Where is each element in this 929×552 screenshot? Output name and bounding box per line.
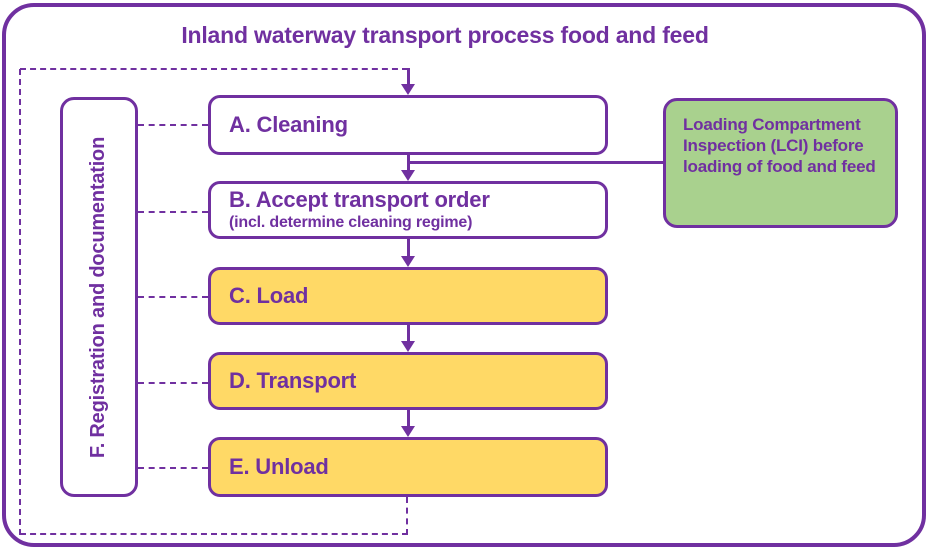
diagram-title: Inland waterway transport process food a… — [181, 22, 709, 48]
process-box-load: C. Load — [208, 267, 608, 325]
transport-label: D. Transport — [229, 368, 357, 394]
arrowhead-into-transport — [401, 341, 415, 352]
arrowhead-into-cleaning — [401, 84, 415, 95]
arrow-line-b-to-c — [407, 239, 410, 258]
accept-order-sublabel: (incl. determine cleaning regime) — [229, 214, 473, 232]
arrow-line-d-to-e — [407, 410, 410, 428]
dashed-link-f-to-transport — [138, 382, 208, 384]
feedback-loop-top — [20, 68, 408, 70]
registration-documentation-label: F. Registration and documentation — [87, 136, 110, 458]
load-label: C. Load — [229, 283, 309, 309]
cleaning-label: A. Cleaning — [229, 112, 348, 138]
callout-connector-line — [408, 161, 663, 164]
unload-label: E. Unload — [229, 454, 329, 480]
dashed-link-f-to-load — [138, 296, 208, 298]
dashed-link-f-to-unload — [138, 467, 208, 469]
arrowhead-into-load — [401, 256, 415, 267]
feedback-loop-left — [19, 69, 21, 535]
arrowhead-into-unload — [401, 426, 415, 437]
process-box-accept-transport-order: B. Accept transport order (incl. determi… — [208, 181, 608, 239]
lci-callout-box: Loading Compartment Inspection (LCI) bef… — [663, 98, 898, 228]
feedback-loop-bottom — [20, 533, 408, 535]
arrow-line-a-to-b — [407, 155, 410, 173]
process-box-transport: D. Transport — [208, 352, 608, 410]
registration-documentation-box: F. Registration and documentation — [60, 97, 138, 497]
accept-order-label: B. Accept transport order — [229, 186, 490, 212]
process-box-unload: E. Unload — [208, 437, 608, 497]
dashed-link-f-to-accept-order — [138, 211, 208, 213]
arrow-line-loop-into-a — [407, 68, 410, 87]
dashed-link-f-to-cleaning — [138, 124, 208, 126]
process-box-cleaning: A. Cleaning — [208, 95, 608, 155]
arrow-line-c-to-d — [407, 325, 410, 343]
arrowhead-into-accept-order — [401, 170, 415, 181]
feedback-loop-down-from-unload — [406, 497, 408, 535]
outer-border — [2, 3, 926, 547]
lci-callout-label: Loading Compartment Inspection (LCI) bef… — [683, 115, 876, 177]
